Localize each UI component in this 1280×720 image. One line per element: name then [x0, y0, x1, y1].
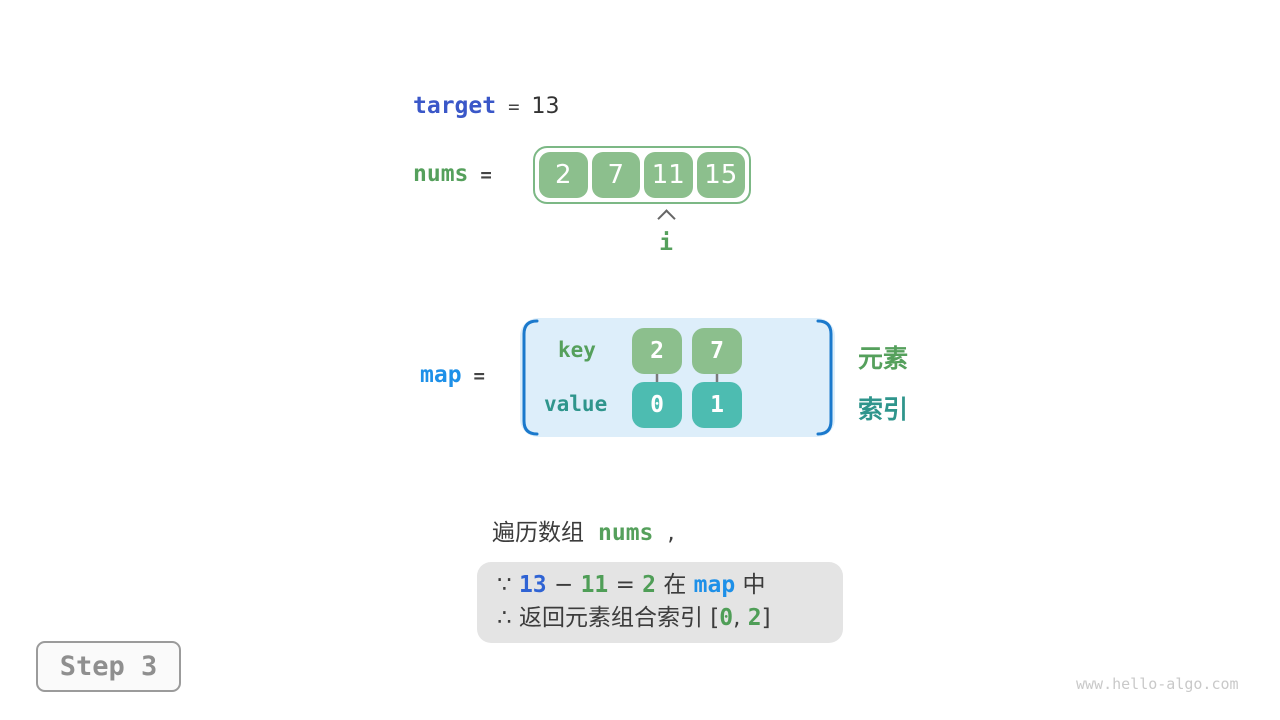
- result-index-b: 2: [747, 605, 762, 631]
- key-row-label: key: [558, 338, 596, 362]
- equals-sign: =: [615, 572, 635, 598]
- difference-number: 2: [642, 572, 657, 598]
- nums-label-row: nums =: [413, 161, 504, 187]
- return-text: 返回元素组合索引: [518, 605, 703, 631]
- therefore-symbol: ∴: [497, 605, 512, 631]
- array-cell: 2: [539, 152, 588, 198]
- map-value-cell: 1: [692, 382, 742, 428]
- in-word: 在: [663, 572, 687, 598]
- minus-sign: −: [553, 572, 574, 598]
- current-number: 11: [580, 572, 609, 598]
- index-pointer-label: i: [659, 230, 673, 256]
- bracket-open: [: [710, 605, 720, 631]
- equals-sign: =: [480, 164, 492, 186]
- caption-prefix: 遍历数组: [492, 520, 584, 546]
- conclusion-note-box: ∵ 13 − 11 = 2 在 map 中 ∴ 返回元素组合索引 [0, 2]: [477, 562, 843, 643]
- comma: ,: [733, 605, 741, 631]
- index-side-label: 索引: [858, 395, 909, 424]
- watermark-url: www.hello-algo.com: [1076, 675, 1239, 693]
- note-line-therefore: ∴ 返回元素组合索引 [0, 2]: [497, 602, 843, 635]
- index-pointer-caret-icon: [657, 209, 676, 228]
- nums-array: 2 7 11 15: [533, 146, 751, 204]
- element-side-label: 元素: [858, 344, 909, 373]
- because-symbol: ∵: [497, 572, 512, 598]
- caption-nums-code: nums: [598, 520, 654, 546]
- map-container: key value 2 7 0 1: [520, 318, 835, 437]
- map-word: map: [693, 572, 736, 598]
- caption-sentence: 遍历数组 nums ,: [492, 513, 675, 547]
- target-number: 13: [518, 572, 547, 598]
- target-variable: target: [413, 93, 497, 119]
- target-row: target = 13: [413, 93, 560, 119]
- array-cell: 7: [591, 152, 640, 198]
- bracket-close: ]: [761, 605, 771, 631]
- note-line-because: ∵ 13 − 11 = 2 在 map 中: [497, 569, 843, 602]
- array-cell: 15: [696, 152, 745, 198]
- map-value-cell: 0: [632, 382, 682, 428]
- equals-sign: =: [508, 96, 520, 118]
- array-cell: 11: [644, 152, 693, 198]
- map-bracket-right-icon: [816, 319, 833, 436]
- map-key-cell: 7: [692, 328, 742, 374]
- result-index-a: 0: [719, 605, 734, 631]
- map-label-row: map =: [420, 362, 497, 388]
- value-row-label: value: [544, 392, 608, 416]
- nums-variable: nums: [413, 161, 469, 187]
- target-value: 13: [531, 94, 560, 119]
- map-variable: map: [420, 362, 462, 388]
- zhong-word: 中: [742, 572, 766, 598]
- map-bracket-left-icon: [522, 319, 539, 436]
- map-key-cell: 2: [632, 328, 682, 374]
- equals-sign: =: [473, 365, 485, 387]
- caption-comma: ,: [667, 520, 675, 546]
- step-badge: Step 3: [36, 641, 181, 692]
